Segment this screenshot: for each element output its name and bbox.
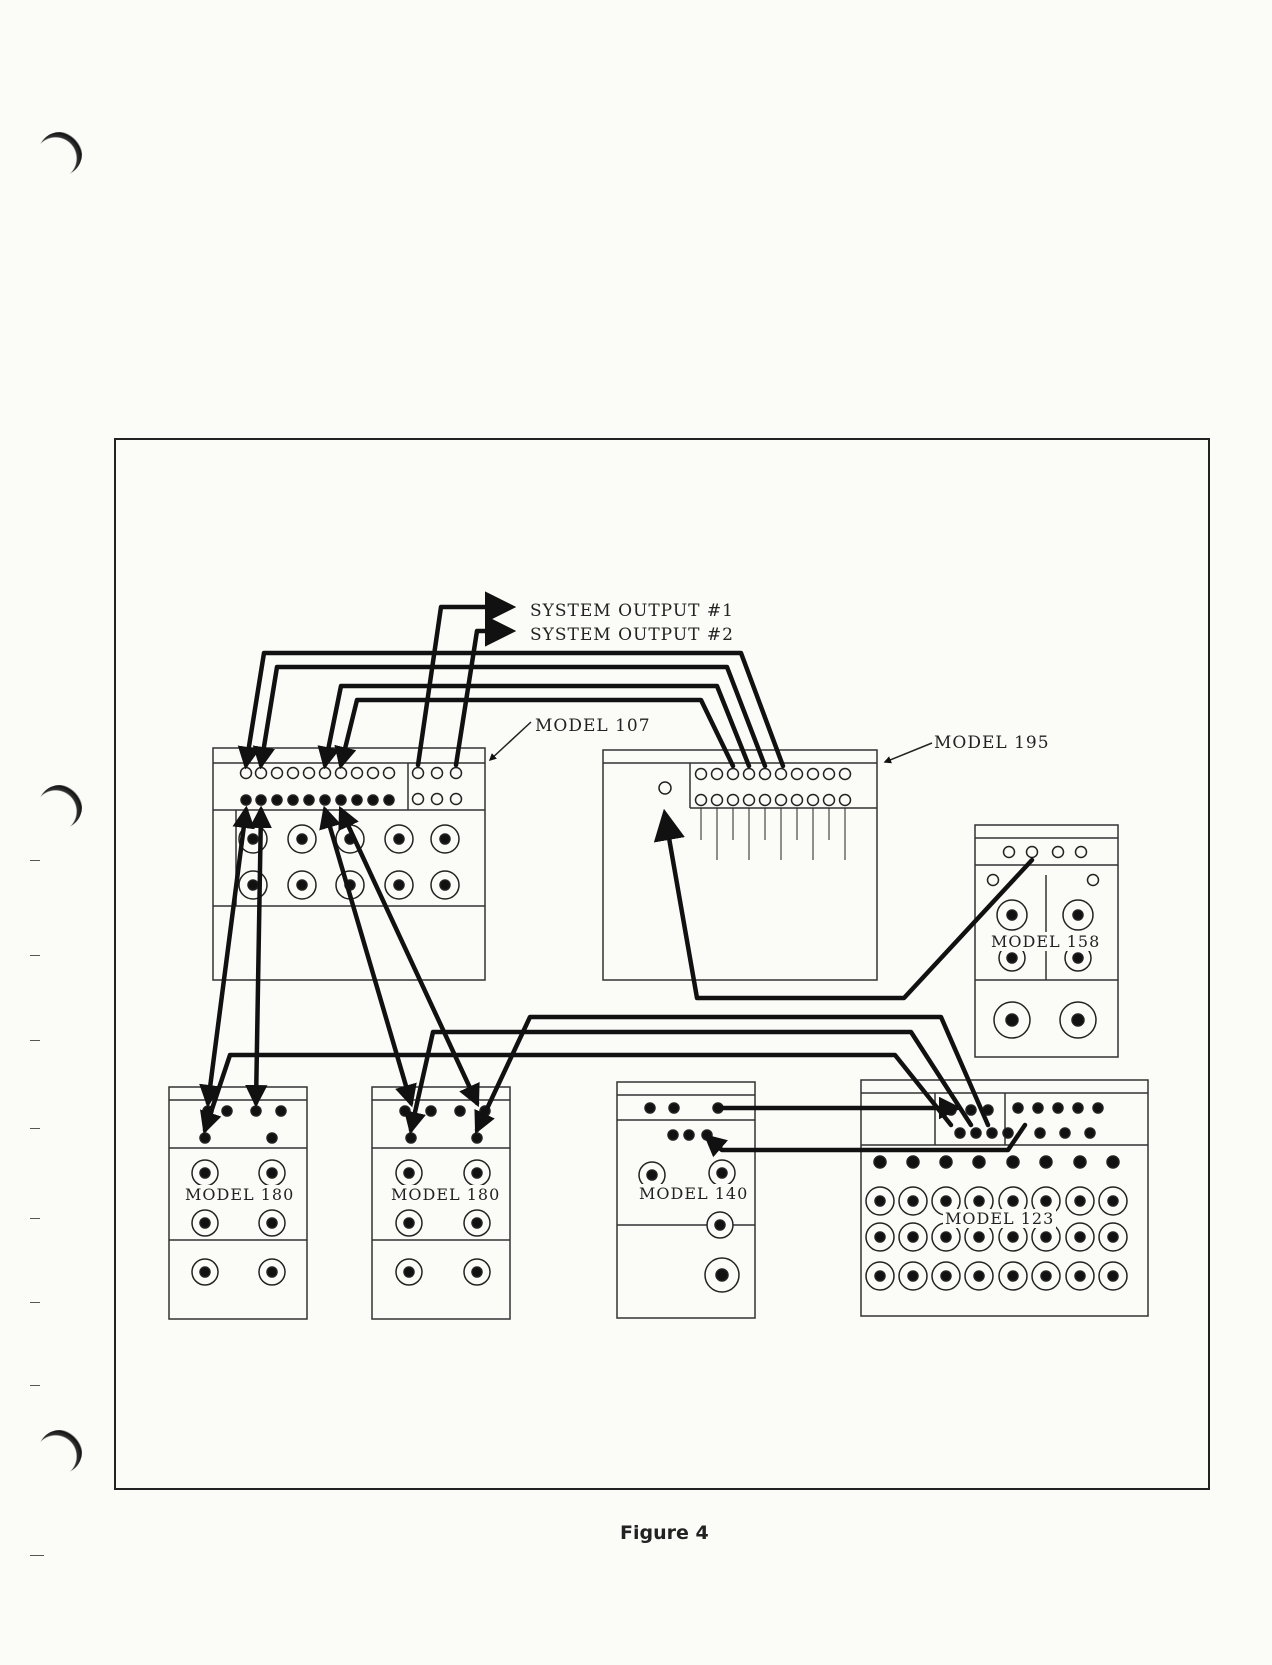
margin-mark [30, 955, 40, 956]
margin-mark [30, 1555, 44, 1556]
margin-mark [30, 1040, 40, 1041]
cable-123-to-180a [200, 1052, 954, 1135]
margin-mark [30, 1218, 40, 1219]
patch-cables [199, 591, 1035, 1158]
module-123 [860, 1079, 1149, 1317]
label-leaders [488, 721, 933, 764]
module-180-a-jacks [191, 1105, 287, 1286]
module-123-jacks [865, 1102, 1128, 1291]
module-180-b-jacks [395, 1105, 491, 1286]
cable-158-to-195 [653, 808, 1035, 1001]
module-158-jacks [986, 845, 1100, 1039]
model-180-a-label: MODEL 180 [183, 1185, 297, 1204]
cable-195-to-107-d [334, 697, 736, 770]
cable-180a-to-107-a [199, 805, 255, 1108]
figure-caption: Figure 4 [620, 1522, 709, 1544]
model-180-b-label: MODEL 180 [389, 1185, 503, 1204]
system-output-2-label: SYSTEM OUTPUT #2 [530, 625, 734, 645]
cable-123-to-180b-2 [474, 1014, 991, 1135]
punch-hole-top [38, 132, 82, 176]
punch-hole-middle [38, 785, 82, 829]
model-107-label: MODEL 107 [535, 716, 651, 736]
cable-system-output-1 [415, 591, 517, 768]
module-107 [212, 747, 486, 981]
cable-195-to-107-c [317, 683, 752, 770]
cable-123-to-140 [703, 1122, 1028, 1158]
margin-mark [30, 1128, 40, 1129]
model-140-label: MODEL 140 [637, 1184, 751, 1203]
module-195 [602, 749, 878, 981]
punch-hole-bottom [38, 1430, 82, 1474]
margin-mark [30, 1385, 40, 1386]
module-195-jacks [658, 767, 852, 860]
module-158 [974, 824, 1119, 1058]
margin-mark [30, 1302, 40, 1303]
cable-180b-to-107-a [319, 805, 417, 1108]
cable-180a-to-107-b [245, 805, 272, 1108]
model-158-label: MODEL 158 [989, 932, 1103, 951]
cable-180b-to-107-b [338, 805, 480, 1108]
margin-mark [30, 860, 40, 861]
cable-123-to-180b [403, 1029, 974, 1135]
figure-frame [114, 438, 1210, 1490]
model-123-label: MODEL 123 [943, 1209, 1057, 1228]
model-195-label: MODEL 195 [934, 733, 1050, 753]
cable-195-to-107-a [237, 650, 786, 770]
system-output-1-label: SYSTEM OUTPUT #1 [530, 601, 734, 621]
cable-195-to-107-b [252, 664, 768, 770]
cable-system-output-2 [453, 615, 517, 768]
